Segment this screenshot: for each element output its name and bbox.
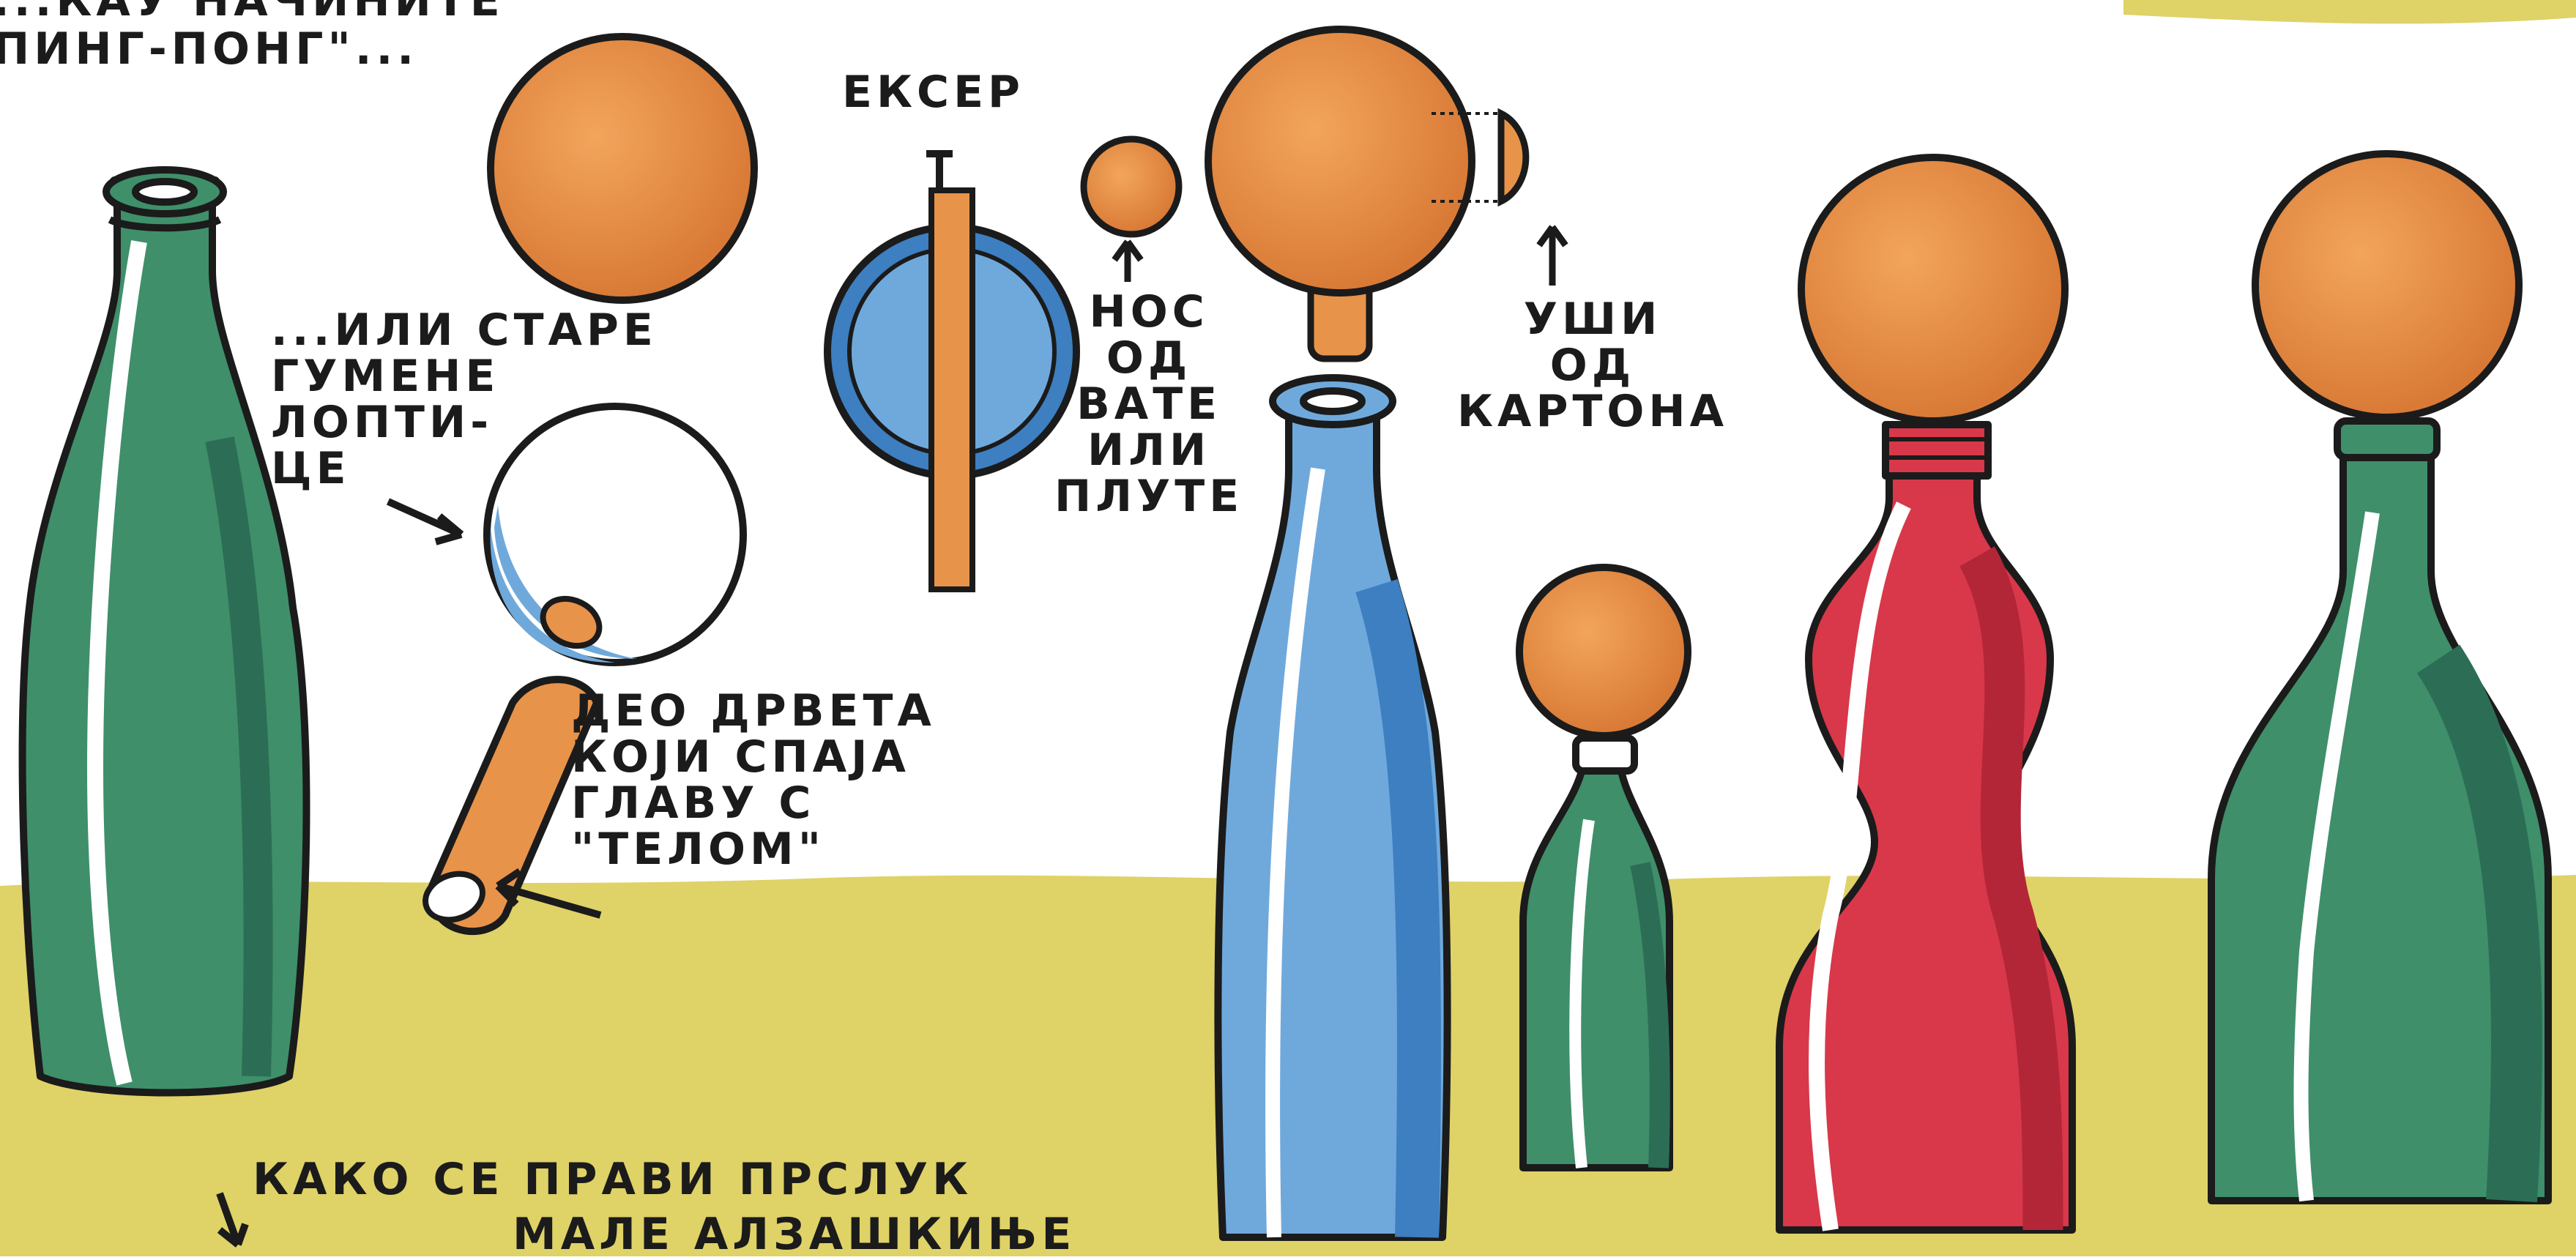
caption-wood-line: "ТЕЛОМ"	[571, 827, 936, 873]
red-bottle	[1779, 157, 2072, 1230]
caption-bottom-line1: КАКО СЕ ПРАВИ ПРСЛУК	[253, 1157, 972, 1203]
caption-rubber-balls: ...ИЛИ СТАРЕ ГУМЕНЕ ЛОПТИ- ЦЕ	[271, 307, 658, 492]
caption-ping-pong: ПИНГ-ПОНГ"...	[0, 26, 418, 72]
caption-wood-line: ГЛАВУ С	[571, 780, 936, 827]
ping-pong-ball	[491, 37, 754, 300]
caption-rubber-balls-line: ...ИЛИ СТАРЕ	[271, 307, 658, 354]
caption-ears: УШИ ОД КАРТОНА	[1457, 297, 1728, 435]
caption-nail: ЕКСЕР	[842, 70, 1024, 116]
caption-nose-line: НОС	[1054, 289, 1243, 335]
caption-nose-line: ПЛУТЕ	[1054, 474, 1243, 520]
yellow-patch-top-right	[2123, 0, 2576, 23]
caption-top-partial: ...КАУ НАЧИНИТЕ	[0, 0, 505, 24]
caption-wood-piece: ДЕО ДРВЕТА КОЈИ СПАЈА ГЛАВУ С "ТЕЛОМ"	[571, 688, 936, 873]
green-bottle-right	[2211, 154, 2548, 1201]
caption-rubber-balls-line: ГУМЕНЕ	[271, 354, 658, 400]
caption-nose-line: ОД	[1054, 335, 1243, 381]
caption-bottom-line2: МАЛЕ АЛЗАШКИЊЕ	[513, 1212, 1076, 1258]
caption-ears-line: УШИ	[1457, 297, 1728, 343]
caption-nose-line: ИЛИ	[1054, 428, 1243, 474]
small-green-bottle	[1519, 567, 1688, 1168]
caption-ears-line: КАРТОНА	[1457, 389, 1728, 435]
caption-wood-line: ДЕО ДРВЕТА	[571, 688, 936, 734]
caption-nose-line: ВАТЕ	[1054, 381, 1243, 428]
blue-bottle	[1218, 378, 1447, 1237]
caption-ears-line: ОД	[1457, 343, 1728, 389]
caption-nose: НОС ОД ВАТЕ ИЛИ ПЛУТЕ	[1054, 289, 1243, 520]
head-with-neck	[1208, 29, 1472, 359]
caption-rubber-balls-line: ЛОПТИ-	[271, 400, 658, 446]
nose-ball	[1084, 139, 1179, 234]
caption-wood-line: КОЈИ СПАЈА	[571, 734, 936, 780]
caption-rubber-balls-line: ЦЕ	[271, 446, 658, 492]
nail-cross-section	[827, 150, 1076, 589]
green-bottle-left	[23, 170, 307, 1093]
